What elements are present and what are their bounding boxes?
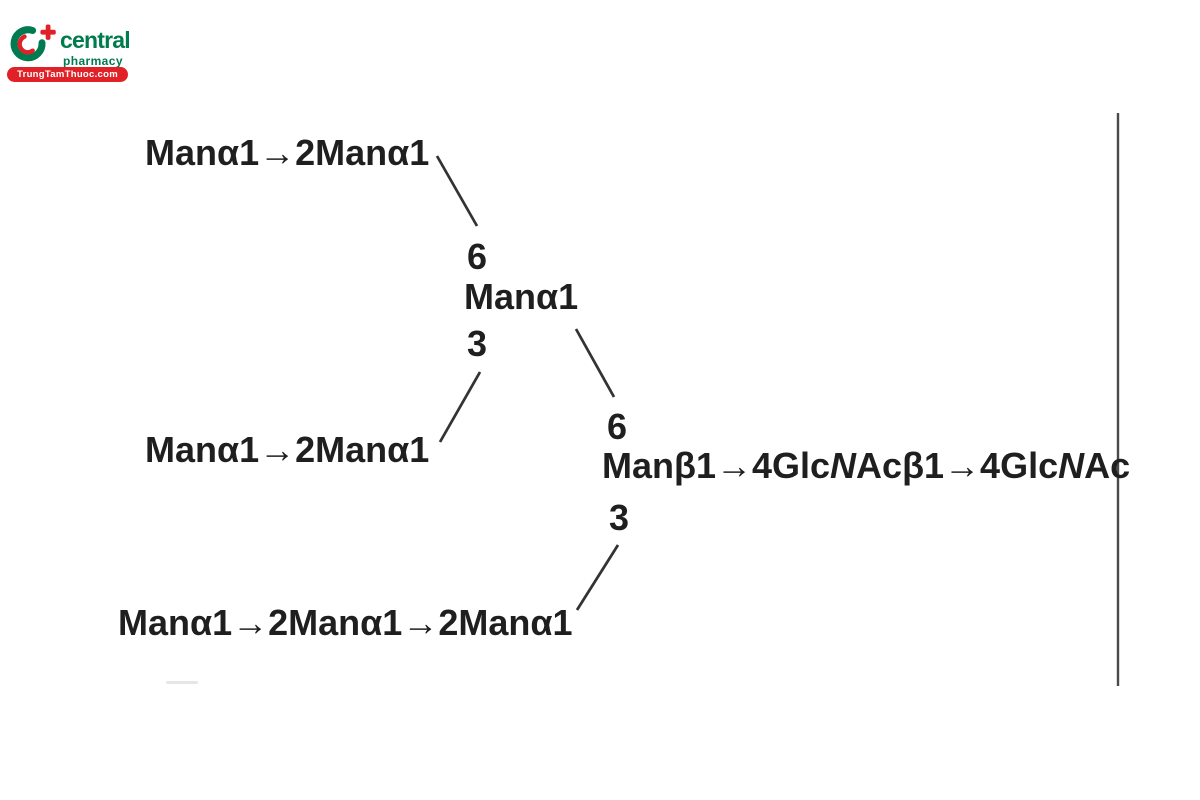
- scan-artifact-smudge: [166, 681, 198, 684]
- linkage-6-core-label: 6: [607, 406, 628, 447]
- bond-line-core3-arm: [575, 544, 620, 611]
- logo-plus-icon: [40, 24, 56, 40]
- logo-brand-subtitle: pharmacy: [63, 54, 123, 68]
- logo-inner-arc: [17, 34, 35, 55]
- bond-line-upper3-arm: [438, 371, 482, 443]
- linkage-3-core-label: 3: [609, 497, 630, 538]
- core-mannose-label: Manα1: [464, 276, 579, 317]
- bond-line-upper6-arm: [435, 155, 479, 227]
- core-chain-italic-n2: N: [1058, 445, 1085, 486]
- core-chain-label: Manβ1→4GlcNAcβ1→4GlcNAc: [602, 448, 1130, 484]
- central-pharmacy-logo: central pharmacy TrungTamThuoc.com: [0, 0, 140, 90]
- logo-c-ring: [10, 26, 46, 62]
- bond-line-core6: [574, 328, 616, 398]
- central-pharmacy-logo-icon: [10, 24, 56, 62]
- core-chain-seg5: Ac: [1084, 445, 1131, 486]
- linkage-3-upper-label: 3: [467, 323, 488, 364]
- logo-site-badge: TrungTamThuoc.com: [7, 67, 128, 82]
- branch-upper6-label: Manα1→2Manα1: [145, 132, 430, 173]
- logo-brand-name: central: [60, 27, 131, 53]
- core-chain-seg3: Acβ1→4Glc: [856, 445, 1059, 486]
- branch-upper3-label: Manα1→2Manα1: [145, 429, 430, 470]
- core-chain-seg1: Manβ1→4Glc: [602, 445, 831, 486]
- branch-core3-label: Manα1→2Manα1→2Manα1: [118, 602, 573, 643]
- core-chain-italic-n1: N: [830, 445, 857, 486]
- linkage-6-upper-label: 6: [467, 236, 488, 277]
